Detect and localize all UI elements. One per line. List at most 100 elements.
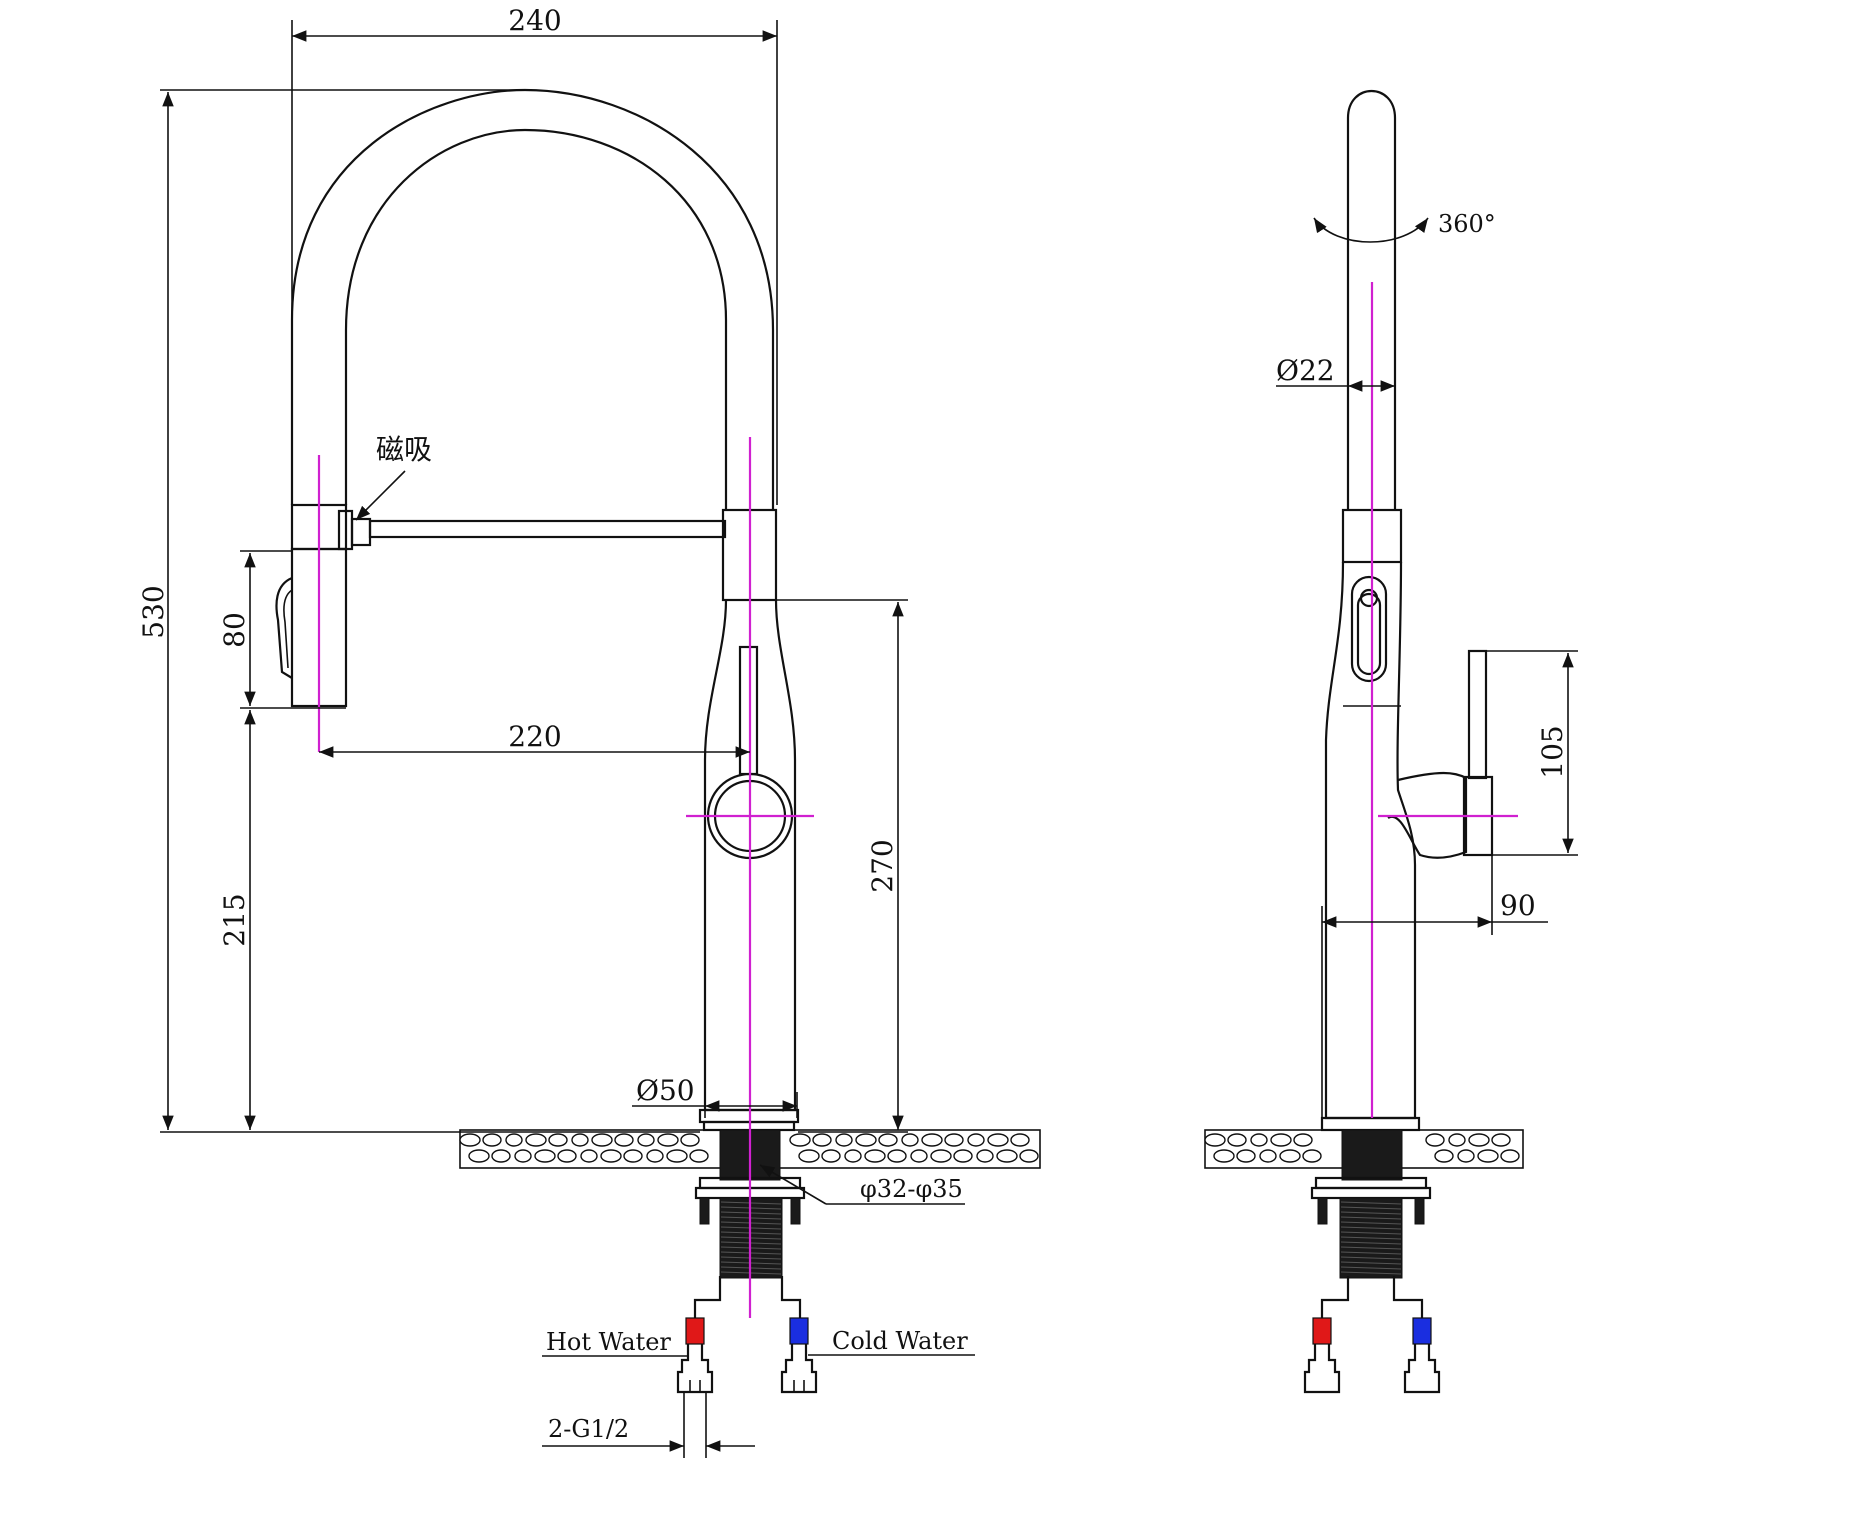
- stone-pattern: [944, 1133, 964, 1147]
- thread-line: [1340, 1201, 1402, 1205]
- stone-pattern: [821, 1149, 841, 1163]
- thread-line: [1340, 1241, 1402, 1245]
- stone-pattern: [921, 1133, 943, 1147]
- stone-pattern: [600, 1149, 622, 1163]
- stone-pattern: [1457, 1149, 1475, 1163]
- dim-handle-90: 90: [1500, 889, 1536, 922]
- stone-pattern: [878, 1133, 898, 1147]
- thread-line: [1340, 1206, 1402, 1210]
- stone-pattern: [798, 1149, 820, 1163]
- cold-water-label: Cold Water: [832, 1327, 968, 1355]
- thread-line: [1340, 1246, 1402, 1250]
- stone-pattern: [1468, 1133, 1490, 1147]
- dim-hole-32-35: φ32-φ35: [860, 1175, 963, 1203]
- lever-stem: [738, 645, 759, 776]
- stone-pattern: [548, 1133, 568, 1147]
- stone-pattern: [953, 1149, 973, 1163]
- hot-connector: [676, 1344, 714, 1394]
- dim-rotation-360: 360°: [1438, 210, 1496, 238]
- thread-line: [1340, 1226, 1402, 1230]
- dim-spray-215: 215: [218, 893, 251, 946]
- thread-line: [1340, 1216, 1402, 1220]
- stone-pattern: [1500, 1149, 1520, 1163]
- thread-line: [1340, 1236, 1402, 1240]
- stone-pattern: [534, 1149, 556, 1163]
- dim-width-240: 240: [508, 4, 561, 37]
- thread-line: [1340, 1221, 1402, 1225]
- stone-pattern: [1293, 1133, 1313, 1147]
- rotation-arrow: [1313, 217, 1429, 243]
- stone-pattern: [557, 1149, 577, 1163]
- dim-inlet-thread: 2-G1/2: [548, 1415, 629, 1443]
- cold-connector: [780, 1344, 818, 1394]
- cold-marker: [789, 1317, 809, 1345]
- stone-pattern: [491, 1149, 511, 1163]
- dim-handle-105: 105: [1536, 725, 1569, 778]
- stone-pattern: [646, 1149, 664, 1163]
- stone-pattern: [459, 1133, 481, 1147]
- hot-hose: [693, 1276, 722, 1318]
- dim-spray-80: 80: [218, 612, 251, 648]
- stone-pattern: [482, 1133, 502, 1147]
- dim-spout-22: Ø22: [1276, 354, 1335, 387]
- bolt-left: [699, 1197, 710, 1225]
- stone-pattern: [637, 1133, 655, 1147]
- side-shank-top: [1341, 1129, 1403, 1181]
- stone-pattern: [976, 1149, 994, 1163]
- stone-pattern: [901, 1133, 919, 1147]
- dim-height-530: 530: [137, 585, 170, 638]
- side-cold-marker: [1412, 1317, 1432, 1345]
- side-body-outline: [1324, 561, 1417, 1120]
- stone-pattern: [468, 1149, 490, 1163]
- front-view: 240 530 80 215 220 270 Ø50 φ32-φ35: [137, 4, 1041, 1458]
- thread-line: [1340, 1256, 1402, 1260]
- stone-pattern: [1236, 1149, 1256, 1163]
- spout-arch-outer: [290, 88, 775, 510]
- stone-pattern: [1434, 1149, 1454, 1163]
- stone-pattern: [930, 1149, 952, 1163]
- side-nut: [1310, 1186, 1432, 1200]
- stone-pattern: [514, 1149, 532, 1163]
- stone-pattern: [812, 1133, 832, 1147]
- holder-bar: [368, 519, 727, 539]
- stone-pattern: [1227, 1133, 1247, 1147]
- thread-line: [1340, 1251, 1402, 1255]
- stone-pattern: [1204, 1133, 1226, 1147]
- side-base-ring: [1320, 1116, 1421, 1132]
- stone-pattern: [1302, 1149, 1322, 1163]
- side-handle-body: [1387, 771, 1468, 859]
- stone-pattern: [844, 1149, 862, 1163]
- stone-pattern: [1425, 1133, 1445, 1147]
- side-button-dot: [1359, 588, 1379, 608]
- stone-pattern: [657, 1133, 679, 1147]
- spray-trigger: [275, 576, 293, 679]
- stone-pattern: [1010, 1133, 1030, 1147]
- side-button-outer: [1350, 575, 1388, 683]
- stone-pattern: [505, 1133, 523, 1147]
- stone-pattern: [623, 1149, 643, 1163]
- spray-trigger-inner: [283, 589, 293, 669]
- stone-pattern: [835, 1133, 853, 1147]
- cold-hose: [780, 1276, 802, 1318]
- stone-pattern: [666, 1149, 688, 1163]
- magnetic-label: 磁吸: [376, 433, 432, 466]
- stone-pattern: [1477, 1149, 1499, 1163]
- thread-line: [1340, 1261, 1402, 1265]
- side-button-inner: [1356, 592, 1382, 676]
- stone-pattern: [996, 1149, 1018, 1163]
- dim-base-50: Ø50: [636, 1074, 695, 1107]
- stone-pattern: [1491, 1133, 1511, 1147]
- dim-body-270: 270: [866, 839, 899, 892]
- side-hot-marker: [1312, 1317, 1332, 1345]
- side-spout: [1346, 90, 1397, 510]
- stone-pattern: [614, 1133, 634, 1147]
- thread-line: [1340, 1231, 1402, 1235]
- stone-pattern: [1250, 1133, 1268, 1147]
- stone-pattern: [789, 1133, 811, 1147]
- stone-pattern: [887, 1149, 907, 1163]
- stone-pattern: [689, 1149, 709, 1163]
- magnet-clip: [350, 517, 372, 547]
- countertop-front: [459, 1129, 1041, 1169]
- stone-pattern: [525, 1133, 547, 1147]
- stone-pattern: [1259, 1149, 1277, 1163]
